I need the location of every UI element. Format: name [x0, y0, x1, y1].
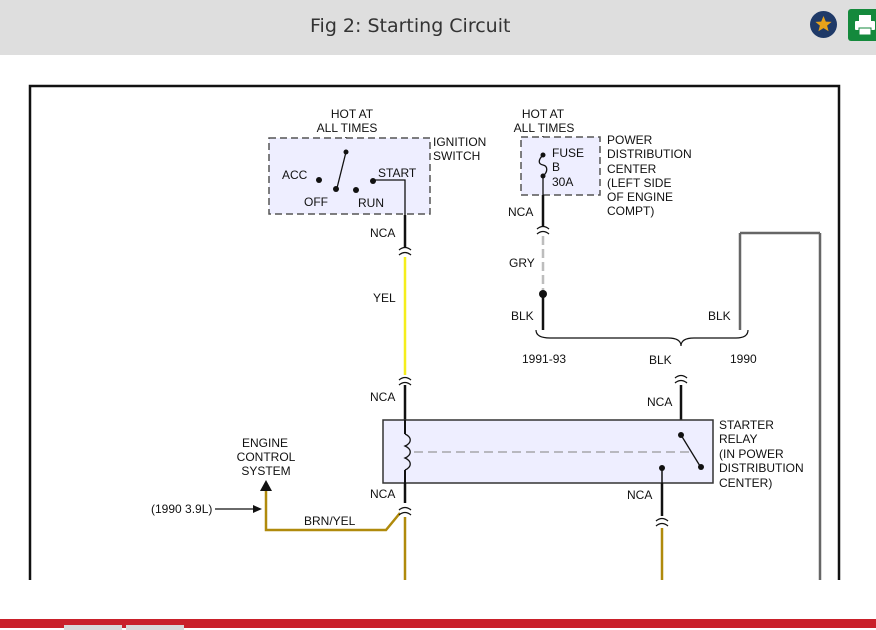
brn-yel-label: BRN/YEL [304, 514, 356, 528]
pdc-name-line3: CENTER [607, 162, 657, 176]
starter-relay: STARTER RELAY (IN POWER DISTRIBUTION CEN… [382, 418, 804, 490]
pdc-box [520, 136, 601, 196]
nca-label-output: NCA [627, 488, 652, 502]
diagram-frame [28, 84, 841, 580]
blk-label-left: BLK [511, 309, 534, 323]
ignition-switch: HOT AT ALL TIMES IGNITION SWITCH ACC OFF… [268, 107, 486, 215]
ecs-line2: CONTROL [237, 450, 296, 464]
relay-name-line2: RELAY [719, 432, 757, 446]
ignition-switch-box [268, 137, 431, 215]
nca-label-pdc: NCA [508, 205, 533, 219]
engine-control-circuit: ENGINE CONTROL SYSTEM (1990 3.9L) BRN/YE… [151, 436, 412, 580]
pdc-hot-line1: HOT AT [522, 107, 565, 121]
power-distribution-center: HOT AT ALL TIMES FUSE B 30A POWER DISTRI… [514, 107, 692, 218]
ignition-hot-line2: ALL TIMES [317, 121, 378, 135]
nca-label-relay-bottom: NCA [370, 487, 395, 501]
relay-name-line3: (IN POWER [719, 447, 784, 461]
pdc-name-line4: (LEFT SIDE [607, 176, 671, 190]
printer-icon [855, 15, 875, 36]
off-label: OFF [304, 195, 328, 209]
starting-circuit-diagram: HOT AT ALL TIMES IGNITION SWITCH ACC OFF… [28, 84, 841, 580]
engine-note: (1990 3.9L) [151, 502, 212, 516]
yel-wire-circuit: NCA YEL NCA [370, 215, 412, 420]
ecs-line3: SYSTEM [241, 464, 290, 478]
nca-label-ign: NCA [370, 226, 395, 240]
yel-label: YEL [373, 291, 396, 305]
fuse-rating: 30A [552, 175, 573, 189]
relay-coil [403, 433, 411, 471]
nca-label-relay-top: NCA [370, 390, 395, 404]
fuse-id: B [552, 160, 560, 174]
nca-label-relay-right: NCA [647, 395, 672, 409]
title-bar: Fig 2: Starting Circuit [0, 0, 876, 55]
relay-contact [680, 434, 701, 467]
gry-label: GRY [509, 256, 535, 270]
fuse-element [538, 154, 548, 177]
ecs-line1: ENGINE [242, 436, 288, 450]
favorite-button[interactable] [810, 11, 837, 38]
ignition-hot-line1: HOT AT [331, 107, 374, 121]
print-button[interactable] [848, 9, 876, 41]
gry-blk-circuit: NCA GRY BLK BLK 1991-93 1990 BLK NCA [508, 195, 822, 580]
blk-label-center: BLK [649, 353, 672, 367]
ignition-name-line2: SWITCH [433, 149, 480, 163]
pdc-name-line5: OF ENGINE [607, 190, 673, 204]
year-bracket [535, 329, 749, 347]
year-1991-93: 1991-93 [522, 352, 566, 366]
pdc-name-line6: COMPT) [607, 204, 654, 218]
starter-output-circuit: NCA [627, 483, 669, 580]
engine-control-arrow [260, 480, 272, 491]
brn-yel-wire [264, 491, 401, 532]
relay-name-line1: STARTER [719, 418, 774, 432]
relay-name-line4: DISTRIBUTION [719, 461, 804, 475]
pdc-name-line2: DISTRIBUTION [607, 147, 692, 161]
year-1990: 1990 [730, 352, 757, 366]
acc-label: ACC [282, 168, 308, 182]
footer-bar [0, 619, 876, 628]
figure-title: Fig 2: Starting Circuit [310, 15, 511, 37]
start-label: START [378, 166, 417, 180]
blk-label-right: BLK [708, 309, 731, 323]
pdc-name-line1: POWER [607, 133, 653, 147]
fuse-label: FUSE [552, 146, 584, 160]
star-icon [815, 16, 832, 32]
run-label: RUN [358, 196, 384, 210]
pdc-hot-line2: ALL TIMES [514, 121, 575, 135]
relay-name-line5: CENTER) [719, 476, 772, 490]
ignition-name-line1: IGNITION [433, 135, 486, 149]
